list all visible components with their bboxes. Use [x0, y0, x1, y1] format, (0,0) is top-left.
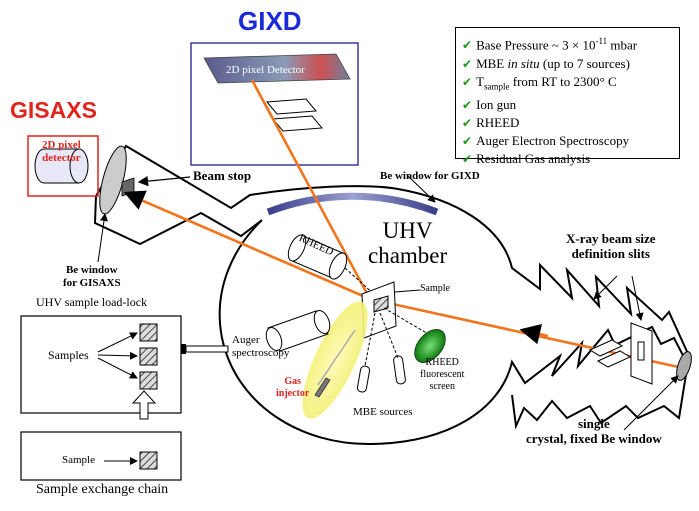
spec-mbe: ✔MBE in situ (up to 7 sources): [462, 55, 630, 71]
be-window-gixd-arc: [266, 192, 439, 216]
gisaxs-detector-label: 2D pixel detector: [42, 139, 81, 164]
single-crystal-be-window: [676, 351, 692, 381]
auger-label: Auger spectroscopy: [232, 334, 290, 359]
be-window-gisaxs-label: Be window for GISAXS: [63, 264, 121, 289]
load-lock-sample-3: [139, 371, 158, 390]
load-lock-sample-2: [139, 347, 158, 366]
spec-rga: ✔Residual Gas analysis: [462, 151, 591, 167]
be-window-gixd-label: Be window for GIXD: [380, 170, 480, 182]
sample-exchange-chain-label: Sample exchange chain: [36, 482, 169, 497]
spec-base-pressure: ✔Base Pressure ~ 3 × 10-11 mbar: [462, 36, 638, 53]
rheed-fluorescent-screen: [414, 329, 446, 363]
xray-slit-back: [596, 350, 632, 368]
xray-slit-front: [588, 339, 624, 357]
check-icon: ✔: [462, 133, 473, 148]
rheed-screen-label: RHEED fluorescent screen: [420, 357, 465, 392]
gisaxs-detector-frame: [27, 135, 99, 197]
spec-ion-gun: ✔Ion gun: [462, 96, 517, 112]
auger-spectroscopy-tube: [265, 309, 331, 352]
gixd-2d-pixel-detector: [203, 53, 351, 84]
check-icon: ✔: [462, 74, 473, 89]
gisaxs-scattered-beam: [126, 192, 371, 301]
exchange-sample-label: Sample: [62, 454, 95, 466]
check-icon: ✔: [462, 97, 473, 112]
check-icon: ✔: [462, 115, 473, 130]
rheed-gun: [287, 234, 348, 280]
load-lock-label: UHV sample load-lock: [36, 295, 148, 309]
check-icon: ✔: [462, 152, 473, 167]
gixd-detector-label: 2D pixel Detector: [226, 64, 305, 76]
gixd-slit-upper: [265, 98, 318, 115]
gas-injector-label: Gas injector: [276, 376, 310, 399]
uhv-chamber-label: UHV chamber: [368, 218, 448, 268]
gisaxs-2d-pixel-detector: [69, 148, 89, 184]
specifications-box: ✔Base Pressure ~ 3 × 10-11 mbar ✔MBE in …: [455, 27, 680, 166]
mbe-sources-label: MBE sources: [353, 406, 413, 418]
be-window-gisaxs: [99, 145, 127, 215]
transfer-rod: [185, 345, 229, 353]
spec-tsample: ✔Tsample from RT to 2300° C: [462, 73, 617, 92]
beam-stop-label: Beam stop: [193, 168, 252, 183]
load-lock-sample-1: [139, 323, 158, 342]
gas-injector: [314, 377, 331, 398]
samples-label: Samples: [48, 348, 89, 362]
load-lock-frame: [20, 315, 182, 414]
transfer-arrow: [131, 390, 157, 420]
uhv-chamber-outline: [93, 144, 690, 446]
spec-auger: ✔Auger Electron Spectroscopy: [462, 132, 630, 148]
single-crystal-label: single crystal, fixed Be window: [526, 416, 662, 446]
spec-rheed: ✔RHEED: [462, 114, 520, 130]
exchange-sample: [139, 451, 158, 470]
gixd-scattered-beam: [250, 79, 372, 300]
check-icon: ✔: [462, 38, 473, 53]
gisaxs-title: GISAXS: [10, 97, 97, 123]
xray-slits-label: X-ray beam size definition slits: [566, 231, 656, 261]
gixd-title: GIXD: [238, 6, 302, 36]
mbe-sources: [356, 355, 406, 393]
gixd-slit-lower: [271, 115, 324, 132]
gixd-detector-frame: [190, 42, 359, 166]
check-icon: ✔: [462, 56, 473, 71]
sample-exchange-frame: [20, 431, 182, 481]
sample-label: Sample: [420, 283, 450, 294]
